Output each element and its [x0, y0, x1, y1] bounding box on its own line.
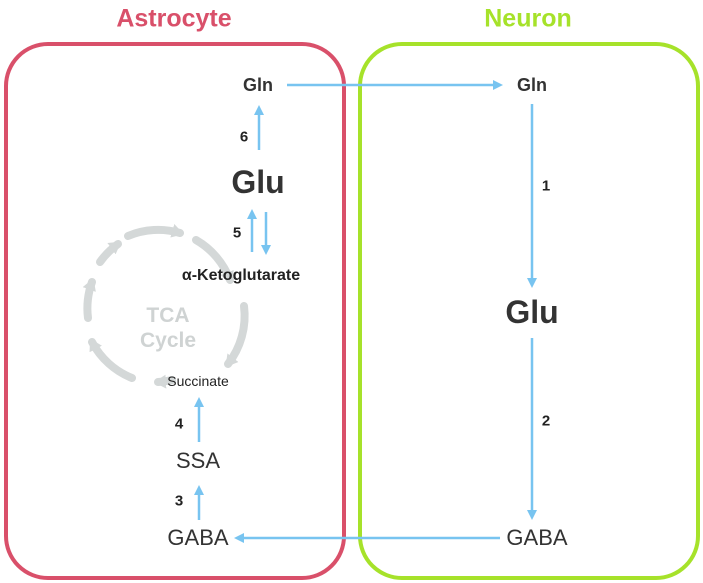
- step-4-label: 4: [174, 415, 184, 433]
- tca-label-line2: Cycle: [139, 329, 197, 352]
- step-2-label: 2: [541, 412, 551, 430]
- pathway-arrows: [194, 80, 537, 543]
- tca-cycle-label: TCA Cycle: [140, 303, 196, 353]
- tca-cycle-arrows: [82, 224, 249, 389]
- succinate-label: Succinate: [167, 373, 229, 389]
- neuron-title: Neuron: [484, 4, 572, 33]
- astrocyte-title: Astrocyte: [116, 4, 232, 33]
- step-1-label: 1: [541, 177, 551, 195]
- astrocyte-glu-label: Glu: [231, 164, 285, 200]
- step-5-label: 5: [232, 224, 242, 242]
- astrocyte-gln-label: Gln: [243, 75, 273, 95]
- alpha-ketoglutarate-label: α-Ketoglutarate: [181, 267, 301, 284]
- neuron-box: [358, 42, 700, 580]
- step-3-label: 3: [174, 492, 184, 510]
- neuron-gaba-label: GABA: [506, 525, 568, 550]
- ssa-label: SSA: [175, 448, 221, 473]
- step-6-label: 6: [239, 128, 249, 146]
- neuron-glu-label: Glu: [505, 294, 559, 330]
- tca-label-line1: TCA: [146, 303, 190, 327]
- astrocyte-gaba-label: GABA: [167, 525, 229, 550]
- astrocyte-box: [4, 42, 346, 580]
- neuron-gln-label: Gln: [517, 75, 547, 95]
